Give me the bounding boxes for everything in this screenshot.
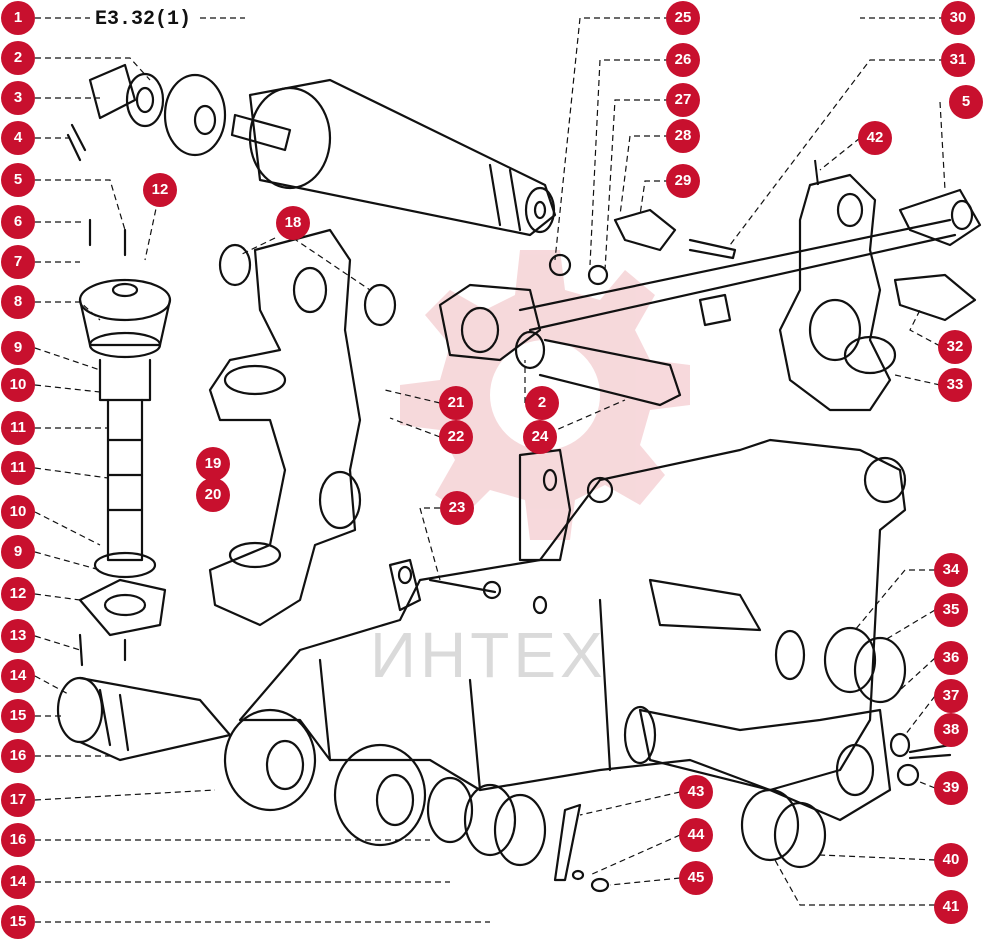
callout-35: 35 (934, 593, 968, 627)
callout-12: 12 (1, 577, 35, 611)
callout-42: 42 (858, 121, 892, 155)
callout-33: 33 (938, 368, 972, 402)
callout-17: 17 (1, 783, 35, 817)
steering-arm (778, 173, 977, 412)
callout-4: 4 (1, 121, 35, 155)
callout-12: 12 (143, 173, 177, 207)
callout-11: 11 (1, 411, 35, 445)
callout-7: 7 (1, 245, 35, 279)
callout-2: 2 (525, 386, 559, 420)
callout-3: 3 (1, 81, 35, 115)
callout-26: 26 (666, 43, 700, 77)
callout-24: 24 (523, 420, 557, 454)
trunnion-bush-left (56, 676, 317, 812)
callout-9: 9 (1, 331, 35, 365)
callout-21: 21 (439, 386, 473, 420)
callout-40: 40 (934, 843, 968, 877)
callout-6: 6 (1, 205, 35, 239)
callout-29: 29 (666, 164, 700, 198)
callout-32: 32 (938, 330, 972, 364)
callout-14: 14 (1, 865, 35, 899)
callout-45: 45 (679, 861, 713, 895)
callout-2: 2 (1, 41, 35, 75)
leader-lines (34, 17, 956, 923)
piston-and-nut (66, 63, 227, 162)
callout-5: 5 (949, 85, 983, 119)
callout-11: 11 (1, 451, 35, 485)
callout-23: 23 (440, 491, 474, 525)
diagram-title: E3.32(1) (95, 8, 192, 31)
callout-28: 28 (666, 119, 700, 153)
steering-knuckle (208, 228, 397, 627)
callout-38: 38 (934, 713, 968, 747)
bushings-lower (333, 743, 610, 893)
callout-8: 8 (1, 285, 35, 319)
callout-16: 16 (1, 739, 35, 773)
front-axle-beam (238, 438, 907, 792)
callout-43: 43 (679, 775, 713, 809)
pin-and-bracket (548, 208, 737, 327)
trunnion-right (623, 626, 952, 869)
callout-15: 15 (1, 905, 35, 939)
hydraulic-cylinder (230, 78, 557, 237)
callout-25: 25 (666, 1, 700, 35)
callout-36: 36 (934, 641, 968, 675)
callout-18: 18 (276, 206, 310, 240)
callout-10: 10 (1, 368, 35, 402)
watermark-text: ИНТЕХ (370, 619, 607, 691)
callout-34: 34 (934, 553, 968, 587)
callout-1: 1 (1, 1, 35, 35)
callout-39: 39 (934, 771, 968, 805)
callout-13: 13 (1, 619, 35, 653)
callout-41: 41 (934, 890, 968, 924)
callout-9: 9 (1, 535, 35, 569)
callout-44: 44 (679, 818, 713, 852)
callout-14: 14 (1, 659, 35, 693)
king-pin-shaft-assembly (78, 218, 172, 667)
callout-10: 10 (1, 495, 35, 529)
callout-5: 5 (1, 163, 35, 197)
callout-31: 31 (941, 43, 975, 77)
callout-19: 19 (196, 447, 230, 481)
callout-16: 16 (1, 823, 35, 857)
callout-30: 30 (941, 1, 975, 35)
callout-15: 15 (1, 699, 35, 733)
tie-rod (438, 188, 982, 407)
callout-20: 20 (196, 478, 230, 512)
callout-27: 27 (666, 83, 700, 117)
callout-37: 37 (934, 679, 968, 713)
split-pin (814, 159, 819, 186)
callout-22: 22 (439, 420, 473, 454)
